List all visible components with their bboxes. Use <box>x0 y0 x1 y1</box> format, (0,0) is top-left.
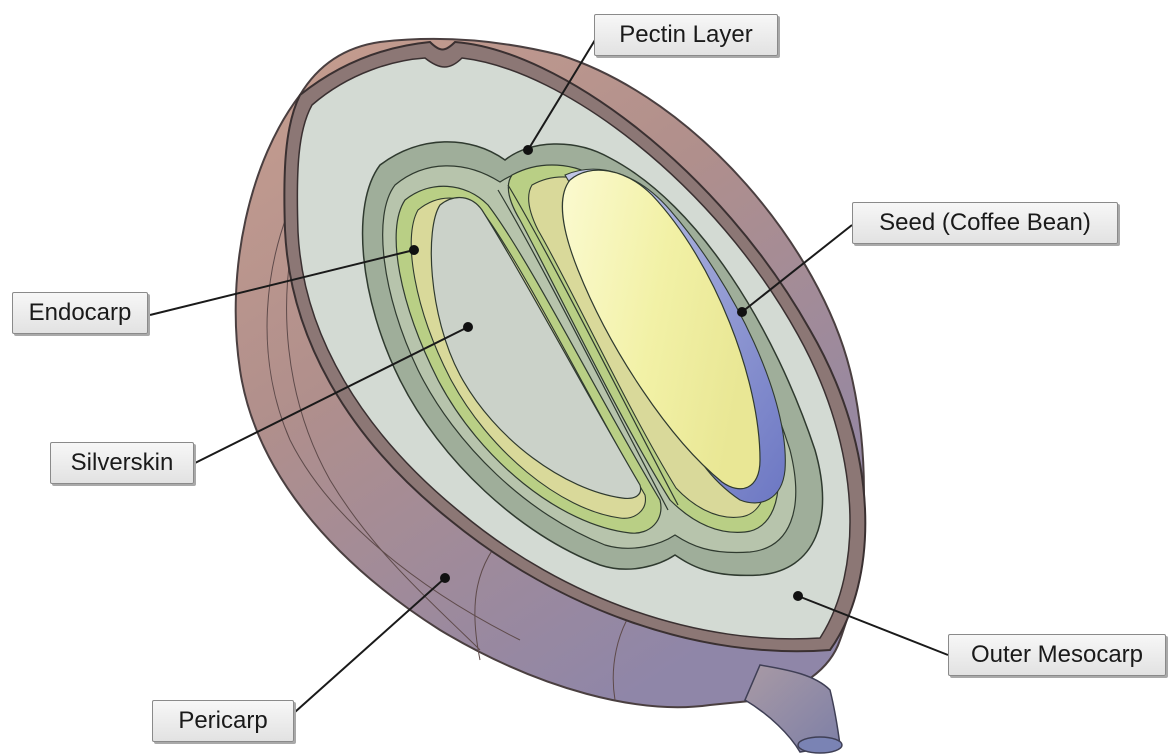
label-silverskin: Silverskin <box>50 442 194 484</box>
stem-end <box>798 737 842 753</box>
dot-endocarp <box>409 245 419 255</box>
dot-pectin-layer <box>523 145 533 155</box>
leader-pericarp <box>295 578 445 712</box>
label-outer-mesocarp: Outer Mesocarp <box>948 634 1166 676</box>
label-pectin-layer: Pectin Layer <box>594 14 778 56</box>
label-seed-coffee-bean: Seed (Coffee Bean) <box>852 202 1118 244</box>
dot-pericarp <box>440 573 450 583</box>
label-endocarp: Endocarp <box>12 292 148 334</box>
dot-silverskin <box>463 322 473 332</box>
dot-outer-mesocarp <box>793 591 803 601</box>
label-pericarp: Pericarp <box>152 700 294 742</box>
dot-seed <box>737 307 747 317</box>
